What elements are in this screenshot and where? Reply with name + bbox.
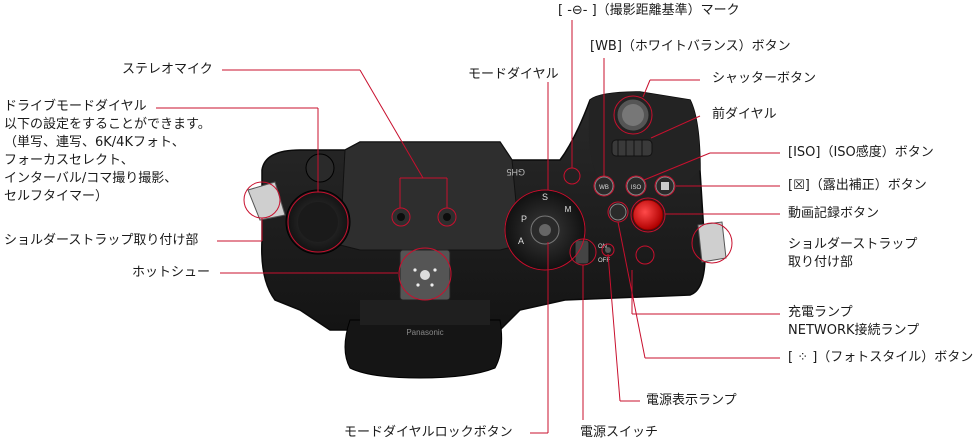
- label-mode-dial-lock: モードダイヤルロックボタン: [344, 425, 513, 440]
- label-exposure-button: [☒]（露出補正）ボタン: [788, 178, 927, 193]
- wb-button: [594, 176, 614, 196]
- label-power-switch: 電源スイッチ: [580, 425, 659, 440]
- callouts: [156, 20, 780, 434]
- svg-text:OFF: OFF: [598, 258, 610, 264]
- svg-text:S: S: [542, 192, 548, 202]
- label-hot-shoe: ホットシュー: [132, 265, 211, 280]
- svg-text:ISO: ISO: [631, 185, 642, 191]
- svg-text:A: A: [518, 236, 524, 246]
- label-power-lamp: 電源表示ランプ: [646, 393, 737, 408]
- iso-button: [626, 176, 646, 196]
- mic-hole: [397, 213, 405, 221]
- label-drive-mode-dial: ドライブモードダイヤル 以下の設定をすることができます。 （単写、連写、6K/4…: [4, 99, 211, 204]
- label-iso-button: [ISO]（ISO感度）ボタン: [788, 145, 934, 160]
- label-wb-button: [WB]（ホワイトバランス）ボタン: [590, 39, 791, 54]
- label-stereo-mic: ステレオマイク: [122, 62, 213, 77]
- strap-lug-right: [697, 221, 727, 263]
- viewfinder-hump: [339, 141, 521, 251]
- power-switch: [574, 239, 590, 265]
- svg-text:P: P: [521, 214, 527, 224]
- label-charge-lamp: 充電ランプ NETWORK接続ランプ: [788, 305, 920, 338]
- label-shutter-button: シャッターボタン: [712, 71, 817, 86]
- svg-text:M: M: [565, 205, 572, 214]
- record-button: [632, 199, 664, 231]
- label-mode-dial: モードダイヤル: [468, 67, 559, 82]
- photo-style-button: [609, 203, 627, 221]
- strap-lug-left: [247, 181, 286, 221]
- label-front-dial: 前ダイヤル: [712, 107, 777, 122]
- svg-text:GH5: GH5: [506, 167, 525, 177]
- label-record-button: 動画記録ボタン: [788, 206, 880, 221]
- label-distance-mark: [ -⊖- ]（撮影距離基準）マーク: [558, 3, 740, 18]
- label-strap-right: ショルダーストラップ 取り付け部: [788, 237, 918, 270]
- brand-text: Panasonic: [406, 328, 443, 337]
- label-photo-style-button: [ ⁘ ]（フォトスタイル）ボタン: [788, 350, 974, 365]
- svg-text:WB: WB: [599, 185, 609, 191]
- power-lamp: [605, 247, 611, 253]
- mic-hole: [443, 213, 451, 221]
- label-strap-left: ショルダーストラップ取り付け部: [4, 233, 199, 248]
- eyecup: [344, 319, 503, 379]
